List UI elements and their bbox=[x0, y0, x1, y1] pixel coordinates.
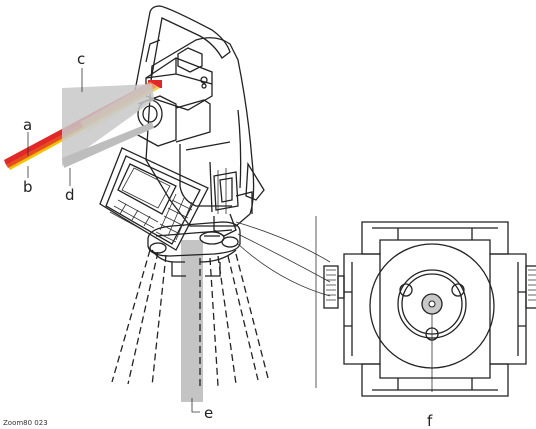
tribrach-detail bbox=[323, 221, 536, 397]
keyboard-panel bbox=[99, 147, 209, 251]
keyboard-keys bbox=[109, 193, 193, 243]
plummet-beam bbox=[181, 240, 203, 402]
figure-reference: Zoom80 023 bbox=[3, 419, 48, 427]
label-a: a bbox=[23, 116, 32, 134]
zoom-connector bbox=[235, 216, 331, 388]
guide-light-beam bbox=[62, 122, 154, 168]
label-f: f bbox=[427, 412, 433, 429]
leader-e bbox=[191, 398, 200, 413]
label-b: b bbox=[23, 178, 33, 196]
total-station bbox=[133, 5, 265, 237]
tripod bbox=[111, 249, 269, 387]
label-e: e bbox=[204, 404, 213, 422]
label-c: c bbox=[77, 50, 85, 68]
label-d: d bbox=[65, 186, 75, 204]
field-of-view-cone bbox=[62, 84, 154, 166]
edm-emitter bbox=[148, 80, 162, 88]
